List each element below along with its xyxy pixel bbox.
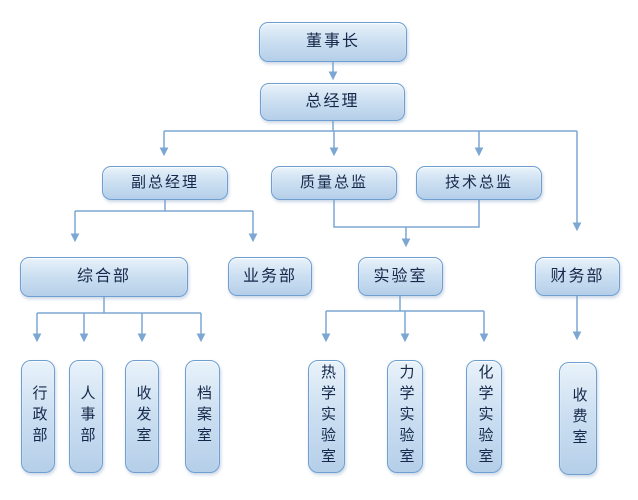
node-administration-department: 行政部 xyxy=(21,360,55,473)
node-deputy-general-manager: 副总经理 xyxy=(102,166,228,200)
node-general-manager: 总经理 xyxy=(260,83,405,121)
node-chemistry-lab: 化学实验室 xyxy=(466,360,502,473)
node-fee-collection-room: 收费室 xyxy=(559,362,597,475)
node-archives-room: 档案室 xyxy=(185,360,220,473)
node-finance-department: 财务部 xyxy=(535,257,620,296)
node-business-department: 业务部 xyxy=(228,257,312,296)
node-laboratory: 实验室 xyxy=(358,257,443,296)
node-general-department: 综合部 xyxy=(20,257,188,297)
node-quality-director: 质量总监 xyxy=(271,166,397,200)
connector-directors-merge xyxy=(333,200,480,228)
node-chairman: 董事长 xyxy=(259,22,407,62)
node-mail-room: 收发室 xyxy=(125,360,159,473)
node-mechanics-lab: 力学实验室 xyxy=(387,360,423,473)
node-thermal-lab: 热学实验室 xyxy=(308,360,345,473)
node-technical-director: 技术总监 xyxy=(416,166,542,200)
node-hr-department: 人事部 xyxy=(69,360,103,473)
